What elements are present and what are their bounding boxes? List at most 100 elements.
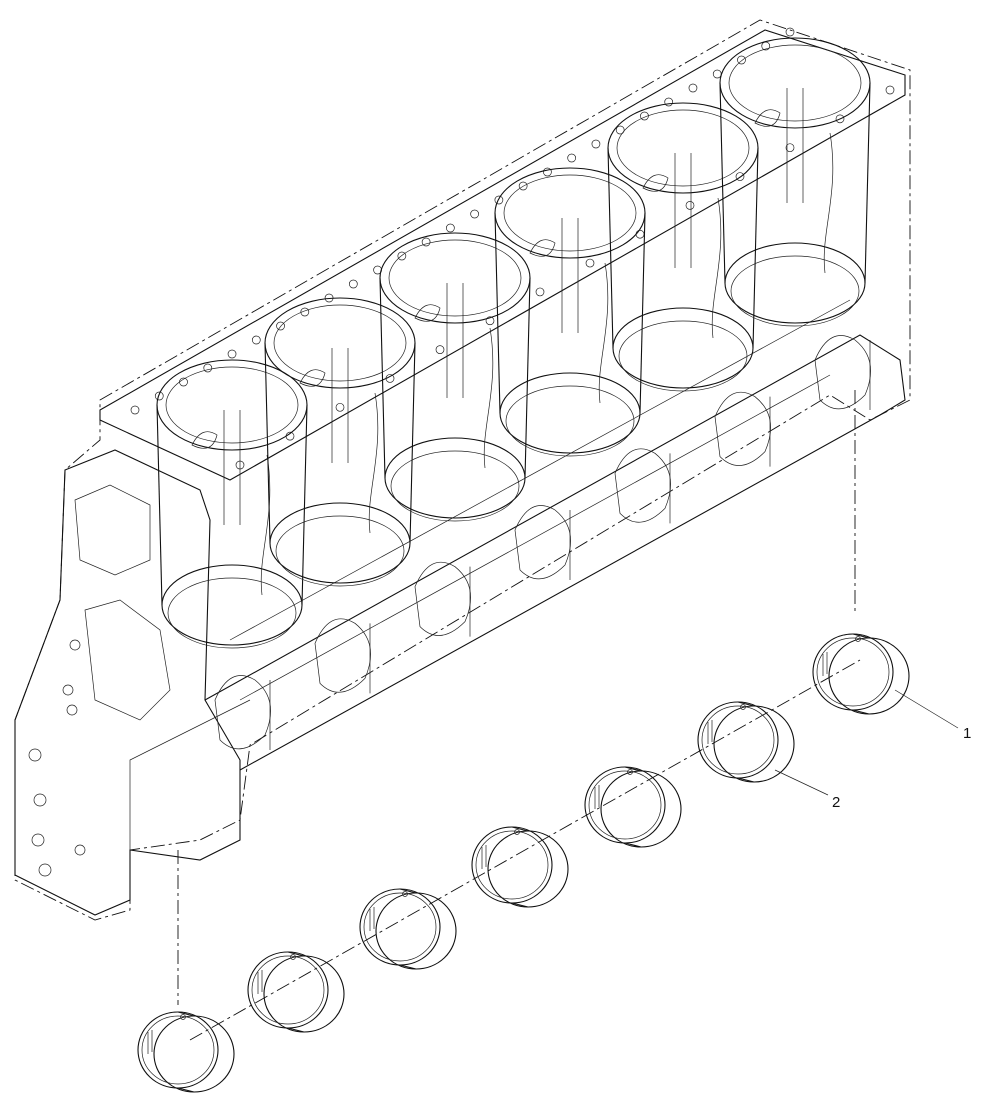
bore-slot	[331, 348, 349, 463]
deck-bolt-hole	[664, 97, 674, 107]
deck-bolt-hole	[535, 287, 545, 297]
bore-wall-left	[156, 404, 163, 606]
shell-top-edge	[399, 888, 417, 894]
deck-bolt-hole	[470, 209, 479, 219]
web-outline	[814, 335, 871, 410]
shell-bottom-edge	[624, 842, 642, 848]
bearing-shell	[247, 951, 345, 1033]
shell-bottom-edge	[177, 1087, 195, 1093]
bore-slot	[223, 410, 241, 525]
deck-bolt-hole	[688, 83, 698, 93]
deck-bolt-hole	[435, 345, 445, 354]
deck-bolt-hole	[130, 405, 140, 415]
crankcase-web	[314, 618, 371, 694]
deck-bolt-hole	[421, 237, 431, 247]
bore-bottom-ring	[384, 437, 526, 519]
crankcase-web	[714, 391, 771, 467]
bore-inner-ring	[388, 239, 522, 317]
deck-bolt-hole	[567, 153, 577, 163]
shell-oil-hole	[855, 636, 861, 642]
bore-oil-jet	[754, 109, 781, 127]
bearing-centerlines	[177, 390, 861, 1041]
block-front-face	[14, 449, 241, 916]
bore-coolant-rib	[483, 327, 494, 469]
shell-top-edge	[624, 766, 642, 772]
shell-inner-rim	[363, 892, 437, 962]
bore-inner-ring	[616, 109, 750, 187]
bore-bottom-inner	[275, 515, 405, 587]
deck-bolt-hole	[635, 229, 645, 239]
deck-bolt-hole	[251, 335, 261, 345]
bore-wall-right	[752, 147, 759, 349]
deck-bolt-hole	[615, 125, 625, 135]
shell-top-edge	[511, 826, 529, 832]
shell-front-rim	[247, 951, 329, 1029]
bearing-shell	[584, 766, 682, 848]
bore-oil-jet	[414, 304, 441, 322]
bore-inner-ring	[728, 44, 862, 122]
shell-oil-hole	[514, 829, 520, 835]
deck-bolt-hole	[737, 55, 746, 65]
bore-oil-jet	[642, 174, 669, 192]
bore-top-ring	[719, 37, 871, 129]
shell-oil-hole	[627, 769, 633, 775]
bore-inner-ring	[273, 304, 407, 382]
deck-bolt-hole	[785, 27, 795, 37]
bore-top-ring	[379, 232, 531, 324]
crankcase-web	[214, 675, 271, 750]
cylinder-bores	[156, 37, 871, 649]
bearing-shell	[471, 826, 569, 908]
crankcase-web	[514, 505, 571, 580]
deck-bolt-hole	[591, 139, 601, 149]
bore-bottom-inner	[505, 385, 635, 457]
bore-bottom-inner	[167, 577, 297, 649]
cylinder-bore	[494, 167, 646, 457]
shell-inner-rim	[816, 637, 890, 707]
deck-bolt-hole	[885, 85, 895, 95]
shell-inner-rim	[251, 955, 325, 1025]
block-top-deck	[99, 29, 906, 481]
shell-front-rim	[359, 888, 441, 966]
bore-wall-left	[719, 82, 726, 284]
shell-top-edge	[737, 701, 755, 707]
shell-bottom-edge	[399, 964, 417, 970]
bore-oil-jet	[299, 369, 326, 387]
bore-bottom-ring	[161, 564, 303, 646]
callout-label: 2	[832, 794, 840, 811]
shell-bottom-edge	[287, 1027, 305, 1033]
shell-oil-hole	[402, 891, 408, 897]
shell-inner-rim	[701, 705, 775, 775]
shell-oil-hole	[180, 1014, 186, 1020]
shell-inner-rim	[141, 1015, 215, 1085]
bore-wall-left	[264, 342, 271, 544]
shell-front-rim	[137, 1011, 219, 1089]
cylinder-bore	[264, 297, 416, 587]
deck-bolt-hole	[446, 223, 455, 233]
bore-slot	[674, 153, 692, 268]
web-outline	[614, 448, 671, 523]
bore-bottom-ring	[499, 372, 641, 454]
bearing-shell	[137, 1011, 235, 1093]
block-phantom-outline	[14, 19, 911, 921]
web-outline	[414, 561, 471, 636]
engine-block	[14, 19, 911, 921]
bore-coolant-rib	[368, 392, 379, 534]
bore-wall-left	[607, 147, 614, 349]
crankcase-web	[814, 335, 871, 410]
deck-bolt-hole	[518, 181, 528, 191]
shell-bottom-edge	[511, 902, 529, 908]
bearing-shell	[812, 633, 910, 715]
crankcase-webs	[214, 335, 871, 750]
shell-bottom-edge	[737, 777, 755, 783]
deck-bolt-hole	[785, 143, 795, 153]
shell-locating-tab	[147, 1030, 153, 1054]
bore-bottom-inner	[730, 255, 860, 327]
crankcase-web	[614, 448, 671, 524]
cylinder-bore	[607, 102, 759, 392]
shell-front-rim	[697, 701, 779, 779]
deck-bolt-hole	[276, 321, 285, 331]
bore-coolant-rib	[598, 262, 609, 404]
deck-bolt-hole	[585, 258, 595, 268]
shell-front-rim	[471, 826, 553, 904]
